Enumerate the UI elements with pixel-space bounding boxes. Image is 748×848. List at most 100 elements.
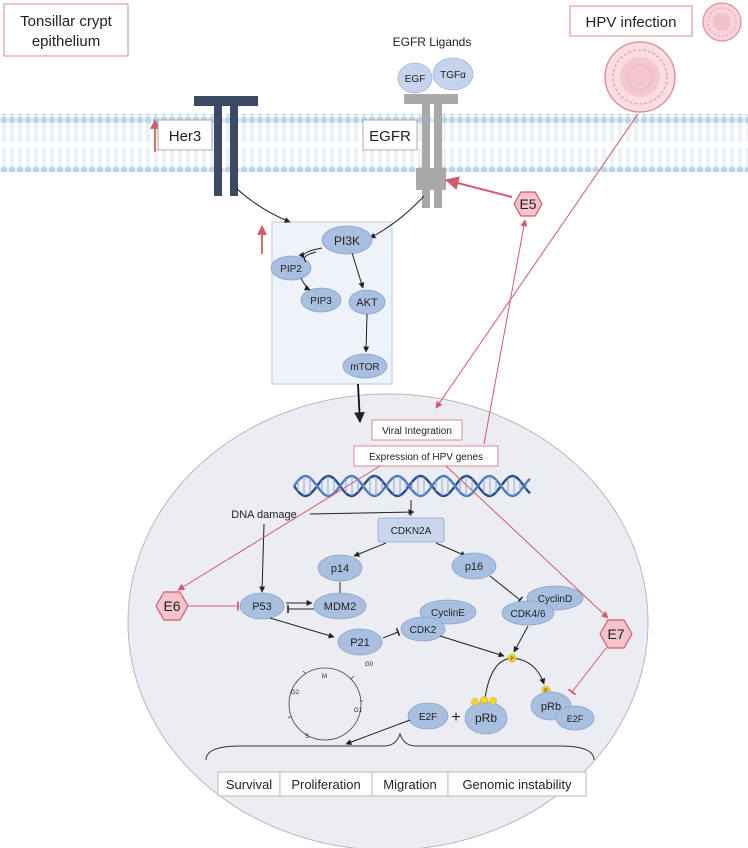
virus-icon	[702, 2, 742, 42]
her3-label: Her3	[169, 128, 202, 145]
tgfa-label: TGFα	[440, 70, 466, 81]
outcome-survival: Survival	[226, 777, 272, 792]
e7-label: E7	[607, 626, 624, 642]
cell-cycle-m: M	[322, 674, 327, 680]
virus-particle-icon	[604, 41, 676, 113]
e5-to-egfr-arrow	[444, 176, 513, 198]
prb-phospho-label: pRb	[475, 711, 497, 725]
nucleus	[127, 393, 649, 848]
p14-label: p14	[331, 563, 349, 575]
cdk2-label: CDK2	[410, 625, 437, 636]
damage-to-p53-arrow	[259, 523, 266, 593]
expression-to-e5-arrow	[483, 219, 528, 445]
pi3k-label: PI3K	[334, 234, 360, 248]
dna-damage-label: DNA damage	[231, 509, 296, 521]
p14-node	[317, 554, 363, 582]
egf-node	[397, 62, 433, 94]
context-box	[3, 3, 129, 57]
e7-hexagon	[599, 619, 633, 649]
p16-inhibits-cdk46	[489, 575, 524, 604]
cdkn2a-label: CDKN2A	[391, 526, 432, 537]
p21-node	[337, 628, 383, 656]
egfr-to-pi3k-arrow	[369, 195, 425, 239]
viral-integration-label: Viral Integration	[382, 426, 452, 437]
pi3k-to-akt-arrow	[351, 252, 365, 289]
cell-cycle-s: S	[305, 734, 309, 740]
e5-label: E5	[519, 196, 536, 212]
outcome-genomic-instability: Genomic instability	[462, 777, 572, 792]
outcome-box-proliferation	[279, 771, 373, 797]
akt-to-mtor-arrow	[363, 313, 370, 353]
mtor-label: mTOR	[350, 362, 379, 373]
prb-label: pRb	[541, 701, 561, 713]
cyclin-d-label: CyclinD	[538, 594, 572, 605]
plus-sign: +	[451, 709, 460, 726]
expression-to-e6-arrow	[177, 465, 381, 591]
pip2-label: PIP2	[280, 264, 302, 275]
cell-cycle-tick-1	[350, 675, 355, 680]
e2f-bound-node	[555, 705, 595, 731]
damage-to-dna-arrow	[309, 509, 415, 516]
expression-to-e7-arrow	[445, 465, 609, 619]
cdk2-to-prb-arrow	[439, 635, 505, 658]
hpv-infection-box	[569, 5, 693, 37]
hpv-to-integration-arrow	[435, 113, 639, 409]
pi3k-to-pip2-arrow	[298, 247, 323, 259]
cdkn2a-to-p16-arrow	[435, 542, 467, 557]
p16-node	[451, 552, 497, 580]
cdk2-node	[400, 616, 446, 642]
prb-phospho-groups	[471, 696, 497, 706]
cdk46-to-prb-arrow	[513, 625, 529, 653]
phospho-label-prb: P	[544, 689, 548, 695]
cell-cycle-tick-3	[287, 715, 292, 719]
expression-box	[353, 445, 499, 467]
p53-node	[239, 592, 285, 620]
p21-inhibits-cdk2	[382, 627, 401, 639]
cell-cycle-g1: G1	[354, 708, 363, 714]
egfr-receptor	[404, 94, 458, 208]
tgfa-node	[432, 57, 474, 91]
mtor-node	[342, 353, 388, 379]
mdm2-label: MDM2	[324, 601, 356, 613]
akt-label: AKT	[356, 297, 378, 309]
cyclin-e-node	[419, 599, 477, 625]
e2f-bound-label: E2F	[567, 714, 584, 724]
egfr-box	[362, 119, 418, 151]
cyclin-e-label: CyclinE	[431, 608, 465, 619]
cdkn2a-to-p14-arrow	[353, 542, 387, 557]
outcome-brace	[205, 732, 595, 761]
dna-helix	[293, 474, 531, 498]
cdk46-label: CDK4/6	[510, 609, 545, 620]
pip2-curve-arrow	[303, 251, 317, 263]
e2f-node	[407, 702, 449, 730]
pi3k-node	[321, 225, 373, 255]
viral-integration-box	[371, 419, 463, 441]
cdkn2a-box	[377, 517, 445, 543]
outcome-proliferation: Proliferation	[291, 777, 360, 792]
pip2-to-pip3-arrow	[300, 277, 311, 291]
expression-label: Expression of HPV genes	[369, 452, 483, 463]
p21-label: P21	[350, 637, 370, 649]
e5-hexagon	[513, 191, 543, 217]
outcomes-bar: Survival Proliferation Migration Genomic…	[217, 771, 587, 797]
egfr-ligands-label: EGFR Ligands	[393, 35, 472, 49]
hpv-infection-label: HPV infection	[586, 14, 677, 31]
her3-box	[157, 119, 213, 151]
mdm2-node	[313, 592, 367, 620]
p16-label: p16	[465, 561, 483, 573]
cell-cycle-g2: G2	[291, 690, 300, 696]
her3-to-pi3k-arrow	[235, 187, 291, 223]
p53-to-p21-arrow	[269, 617, 335, 639]
egf-label: EGF	[405, 74, 426, 85]
mtor-to-nucleus-arrow	[354, 383, 365, 424]
cell-cycle-g0: G0	[365, 662, 374, 668]
outcome-box-genomic-instability	[447, 771, 587, 797]
cell-cycle-tick-4	[302, 670, 307, 675]
e6-hexagon	[155, 591, 189, 621]
pip3-node	[300, 287, 342, 313]
pip2-node	[270, 255, 312, 281]
cdk46-node	[501, 600, 555, 626]
